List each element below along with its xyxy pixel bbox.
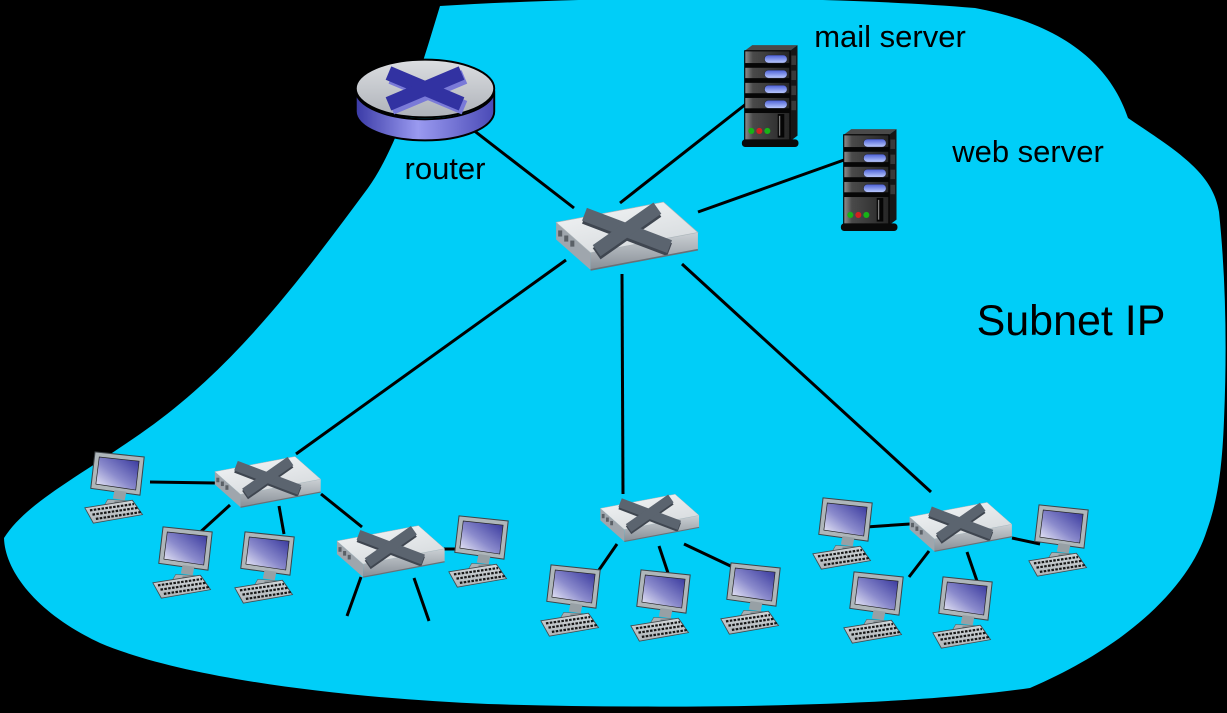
link-middle-switch-pc6	[657, 545, 670, 574]
subnet-label: Subnet IP	[977, 297, 1166, 345]
link-central-switch-web-server	[697, 158, 845, 214]
diagram-labels: router mail server web server Subnet IP	[405, 19, 1166, 345]
link-router-central-switch	[467, 124, 575, 210]
pc-10-node	[843, 571, 905, 644]
pc-1-node	[84, 451, 146, 524]
link-central-switch-mail-server	[619, 102, 747, 205]
network-links	[149, 102, 1041, 622]
link-left-switch-a-left-switch-b	[320, 492, 363, 529]
pc-11-node	[932, 576, 994, 649]
link-right-switch-pc11	[965, 551, 979, 582]
pc-2-node	[152, 526, 214, 599]
link-pc1-left-switch-a	[149, 480, 216, 485]
link-left-switch-a-pc3	[277, 505, 286, 535]
link-left-switch-b-stub-left	[345, 576, 363, 617]
pc-9-node	[1028, 504, 1090, 577]
mail-server-node	[741, 44, 800, 148]
pc-6-node	[630, 569, 692, 642]
pc-8-node	[812, 497, 874, 570]
link-right-switch-pc9	[1011, 536, 1041, 546]
link-central-switch-middle-switch	[620, 273, 625, 495]
link-middle-switch-pc5	[597, 543, 619, 571]
link-pc8-right-switch	[865, 522, 911, 529]
router-node	[356, 60, 494, 141]
link-central-switch-right-switch	[680, 262, 933, 494]
link-left-switch-b-stub-right	[412, 577, 431, 622]
web-server-node	[840, 128, 899, 232]
link-right-switch-pc10	[907, 550, 931, 578]
pc-3-node	[234, 531, 296, 604]
link-middle-switch-pc7	[683, 542, 740, 572]
pc-5-node	[540, 564, 602, 637]
pc-4-node	[448, 515, 510, 588]
link-central-switch-left-switch-a	[295, 258, 567, 456]
mail-server-label: mail server	[814, 19, 966, 54]
web-server-label: web server	[951, 134, 1104, 169]
router-label: router	[405, 151, 486, 186]
pc-7-node	[720, 562, 782, 635]
